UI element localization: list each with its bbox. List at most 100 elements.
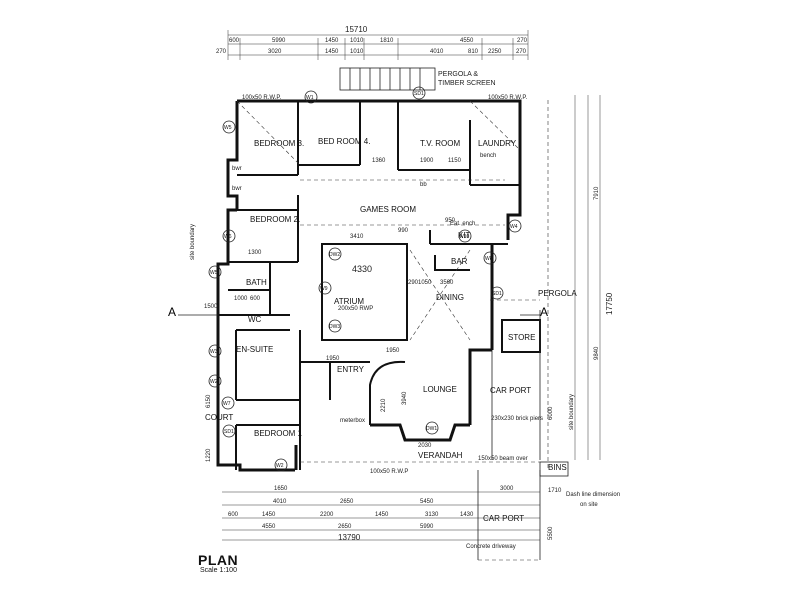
dim-top2-7: 2250: [488, 49, 502, 55]
note-atrium-beam: 200x50 RWP: [338, 306, 373, 312]
dim-tv-b: 1150: [448, 158, 462, 164]
dim-entry-d: 1950: [326, 356, 340, 362]
plan-notes: bench Eat. ench 200x50 RWP Concrete driv…: [190, 95, 620, 550]
dim-top-4: 1010: [350, 38, 364, 44]
tag-w7: W7: [223, 401, 231, 407]
bottom-dimensions: 1650 3000 4010 2650 5450 600 1450 2200 1…: [222, 486, 562, 542]
room-tv: T.V. ROOM: [420, 139, 460, 148]
dim-right-c: 6000: [548, 406, 554, 420]
label-timber-screen: TIMBER SCREEN: [438, 80, 496, 87]
room-verandah: VERANDAH: [418, 451, 463, 460]
section-markers: A A: [168, 305, 548, 319]
dim-ensuite-c: 1500: [204, 304, 218, 310]
dim-bottom-total: 13790: [338, 533, 361, 542]
note-on-site: on site: [580, 502, 598, 508]
dim-right-total: 17750: [605, 292, 614, 315]
room-ensuite: EN-SUITE: [236, 345, 273, 354]
label-pergola-top: PERGOLA &: [438, 71, 478, 78]
dim-bottom-4b: 2650: [338, 524, 352, 530]
note-bwr-2: bwr: [232, 186, 242, 192]
room-laundry: LAUNDRY: [478, 139, 517, 148]
note-boundary: site boundary: [569, 394, 575, 430]
dim-top2-1: 270: [216, 49, 227, 55]
tag-w8: W8: [485, 256, 493, 262]
note-beam-top: 100x50 R.W.P.: [242, 95, 282, 101]
dim-bottom-2a: 4010: [273, 499, 287, 505]
dim-bottom-1b: 3000: [500, 486, 514, 492]
interior-dimensions: 4330 3560 1950 3410 990 950 1900 1360 11…: [204, 158, 462, 462]
note-bench: bench: [480, 153, 496, 159]
tag-w5b: W5: [210, 270, 218, 276]
dim-bottom-1a: 1650: [274, 486, 288, 492]
plan-scale: Scale 1:100: [200, 567, 237, 574]
dim-bottom-4c: 5990: [420, 524, 434, 530]
dim-lounge-d: 3940: [402, 391, 408, 405]
dim-top-1: 600: [229, 38, 240, 44]
dim-left: 6150: [206, 394, 212, 408]
window-tags: W5 W6 W5 W3 W2 W7 SD1 W2 W1 SD1 W4 SD1 W…: [208, 86, 522, 472]
note-driveway: Concrete driveway: [466, 544, 516, 550]
room-bedroom-1: BEDROOM 1: [254, 429, 303, 438]
dim-bottom-3a: 600: [228, 512, 239, 518]
dim-right-a: 7910: [594, 186, 600, 200]
note-beam-verandah: 150x50 beam over: [478, 456, 528, 462]
dim-games-a: 3410: [350, 234, 364, 240]
dim-top-6: 4550: [460, 38, 474, 44]
note-meterbox: meterbox: [340, 418, 365, 424]
room-games: GAMES ROOM: [360, 205, 416, 214]
section-a-left: A: [168, 305, 176, 319]
dim-top2-3: 1450: [325, 49, 339, 55]
tag-sd1: SD1: [224, 429, 234, 435]
room-bins: BINS: [548, 463, 567, 472]
dim-dining-b: 1050: [418, 280, 432, 286]
room-wc: WC: [248, 315, 262, 324]
dim-bottom-3c: 2200: [320, 512, 334, 518]
tag-dw3: DW3: [329, 324, 340, 330]
dim-bath-w: 1300: [248, 250, 262, 256]
room-entry: ENTRY: [337, 365, 365, 374]
room-bar: BAR: [451, 257, 468, 266]
tag-w5: W5: [224, 125, 232, 131]
top-dimensions: 15710 600 5990 1450 1010 1810 4550 270 2…: [216, 25, 529, 60]
dim-carport-side: 5500: [548, 526, 554, 540]
room-lounge: LOUNGE: [423, 385, 457, 394]
room-court: COURT: [205, 413, 233, 422]
dim-lounge-w: 1950: [386, 348, 400, 354]
interior-walls: [218, 101, 541, 470]
tag-dw1: DW1: [426, 426, 437, 432]
dim-top2-5: 4010: [430, 49, 444, 55]
dim-ensuite-b: 600: [250, 296, 261, 302]
dim-tv-a: 1360: [372, 158, 386, 164]
dim-right-b: 9840: [594, 346, 600, 360]
dim-top-5: 1810: [380, 38, 394, 44]
note-stair: bb: [420, 182, 427, 188]
tag-w10: W10: [459, 234, 470, 240]
dim-bottom-4a: 4550: [262, 524, 276, 530]
note-brick-piers: 230x230 brick piers: [491, 416, 543, 422]
room-carport-lower: CAR PORT: [483, 514, 524, 523]
room-bedroom-2: BEDROOM 2.: [250, 215, 300, 224]
dim-bins: 1710: [548, 488, 562, 494]
dim-bottom-3f: 1430: [460, 512, 474, 518]
dim-left-2: 1220: [206, 448, 212, 462]
tag-w4: W4: [510, 224, 518, 230]
dim-top2-4: 1010: [350, 49, 364, 55]
dim-top-7: 270: [517, 38, 528, 44]
lower-carport: [477, 461, 569, 561]
dim-kit-a: 950: [445, 218, 456, 224]
tag-sd1-top: SD1: [414, 91, 424, 97]
dim-top-2: 5990: [272, 38, 286, 44]
plan-title: PLAN: [198, 552, 239, 568]
dim-top-3: 1450: [325, 38, 339, 44]
dim-top2-2: 3020: [268, 49, 282, 55]
section-a-right: A: [540, 305, 548, 319]
dim-ensuite-w: 1000: [234, 296, 248, 302]
dim-lounge-h: 2210: [381, 398, 387, 412]
room-labels: BEDROOM 3. BED ROOM 4. T.V. ROOM LAUNDRY…: [205, 137, 577, 523]
label-pergola-right: PERGOLA: [538, 289, 577, 298]
dim-top-total: 15710: [345, 25, 368, 34]
dim-bottom-2b: 2650: [340, 499, 354, 505]
note-dash-line: Dash line dimension: [566, 492, 620, 498]
dim-top2-8: 270: [516, 49, 527, 55]
